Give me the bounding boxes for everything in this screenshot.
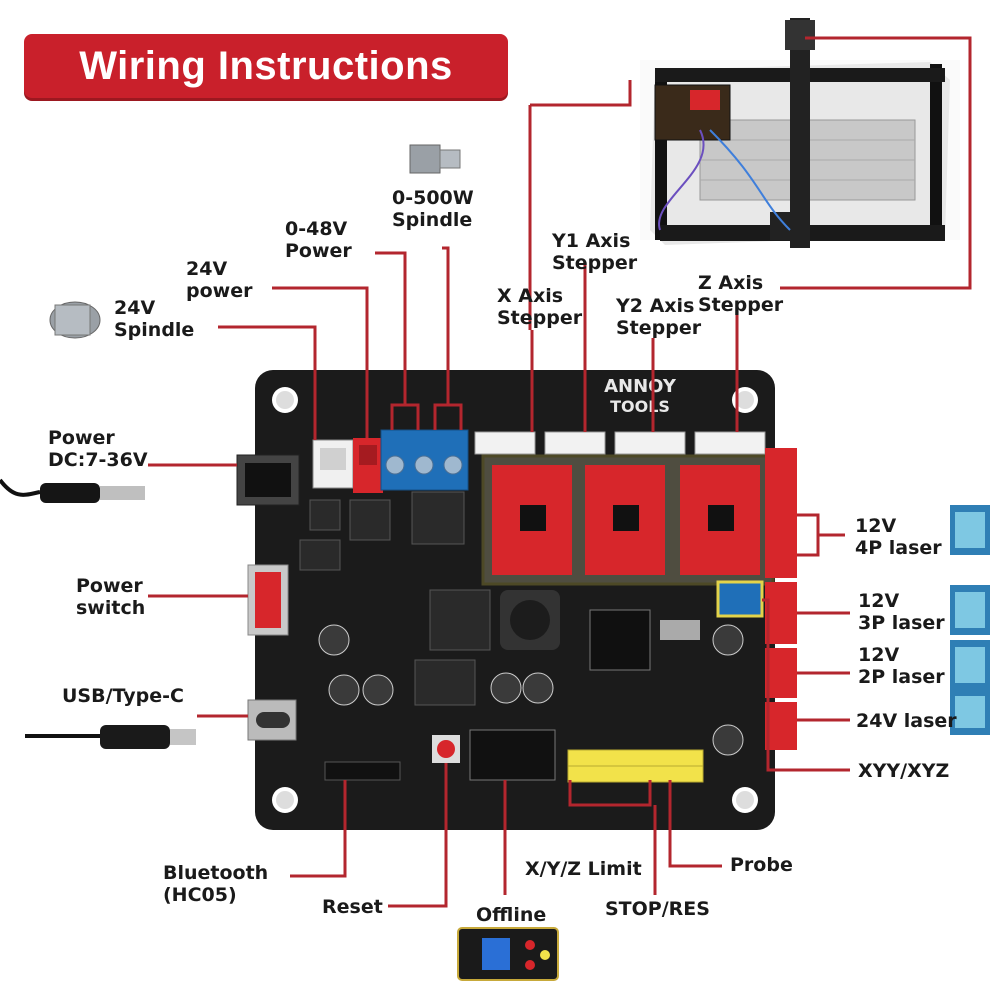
label-reset: Reset <box>322 896 383 918</box>
label-bluetooth-line2: (HC05) <box>163 884 237 906</box>
label-0-48v-power: 0-48V Power <box>285 218 352 262</box>
label-power-switch: Power switch <box>76 575 145 619</box>
label-z-axis-stepper: Z Axis Stepper <box>698 272 783 316</box>
label-usb-type-c: USB/Type-C <box>62 685 184 707</box>
offline-controller-image <box>457 927 559 981</box>
label-y1-axis-stepper: Y1 Axis Stepper <box>552 230 637 274</box>
label-24v-power: 24V power <box>186 258 252 302</box>
label-24v-laser: 24V laser <box>856 710 957 732</box>
label-y1-axis-line1: Y1 Axis <box>552 230 631 252</box>
laser-module-2p-image <box>950 640 990 690</box>
label-bluetooth-line1: Bluetooth <box>163 862 269 884</box>
motor-24v-spindle-image <box>49 301 101 339</box>
title-banner: Wiring Instructions <box>24 34 508 98</box>
board-logo-line2: TOOLS <box>610 397 670 416</box>
label-x-axis-line2: Stepper <box>497 307 583 329</box>
page-title: Wiring Instructions <box>79 44 453 88</box>
laser-module-3p-image <box>950 585 990 635</box>
label-24v-power-line2: power <box>186 280 253 302</box>
label-24v-spindle-line1: 24V <box>114 297 156 319</box>
label-0-500w-spindle-line1: 0-500W <box>392 187 474 209</box>
label-offline: Offline <box>476 904 547 926</box>
label-power-dc-line1: Power <box>48 427 115 449</box>
label-3p-line1: 12V <box>858 590 900 612</box>
label-0-500w-spindle: 0-500W Spindle <box>392 187 474 231</box>
label-xyy-xyz: XYY/XYZ <box>858 760 950 782</box>
label-x-axis-stepper: X Axis Stepper <box>497 285 582 329</box>
laser-module-4p-image <box>950 505 990 555</box>
controller-board: ANNOY TOOLS <box>236 370 797 830</box>
label-xyz-limit: X/Y/Z Limit <box>525 858 642 880</box>
label-12v-2p-laser: 12V 2P laser <box>858 644 945 688</box>
laser-module-24v-image <box>950 690 990 735</box>
label-power-switch-line1: Power <box>76 575 143 597</box>
label-y2-axis-line1: Y2 Axis <box>616 295 695 317</box>
label-y1-axis-line2: Stepper <box>552 252 638 274</box>
label-2p-line1: 12V <box>858 644 900 666</box>
label-x-axis-line1: X Axis <box>497 285 564 307</box>
label-24v-spindle: 24V Spindle <box>114 297 194 341</box>
label-0-500w-spindle-line2: Spindle <box>392 209 473 231</box>
cnc-machine-image <box>640 18 960 248</box>
motor-500w-spindle-image <box>409 144 461 174</box>
label-24v-spindle-line2: Spindle <box>114 319 195 341</box>
label-24v-power-line1: 24V <box>186 258 228 280</box>
board-logo-line1: ANNOY <box>604 376 677 397</box>
label-4p-line2: 4P laser <box>855 537 942 559</box>
usb-cable-image <box>25 725 196 749</box>
label-z-axis-line1: Z Axis <box>698 272 764 294</box>
dc-power-plug-image <box>0 478 145 503</box>
label-3p-line2: 3P laser <box>858 612 945 634</box>
label-4p-line1: 12V <box>855 515 897 537</box>
leader-lines <box>148 36 972 908</box>
label-y2-axis-line2: Stepper <box>616 317 702 339</box>
label-0-48v-power-line1: 0-48V <box>285 218 348 240</box>
label-12v-3p-laser: 12V 3P laser <box>858 590 945 634</box>
label-power-dc-line2: DC:7-36V <box>48 449 148 471</box>
label-power-switch-line2: switch <box>76 597 146 619</box>
label-bluetooth: Bluetooth (HC05) <box>163 862 268 906</box>
label-12v-4p-laser: 12V 4P laser <box>855 515 942 559</box>
label-stop-res: STOP/RES <box>605 898 710 920</box>
label-probe: Probe <box>730 854 793 876</box>
label-power-dc: Power DC:7-36V <box>48 427 148 471</box>
label-2p-line2: 2P laser <box>858 666 945 688</box>
label-0-48v-power-line2: Power <box>285 240 352 262</box>
label-z-axis-line2: Stepper <box>698 294 784 316</box>
label-y2-axis-stepper: Y2 Axis Stepper <box>616 295 701 339</box>
